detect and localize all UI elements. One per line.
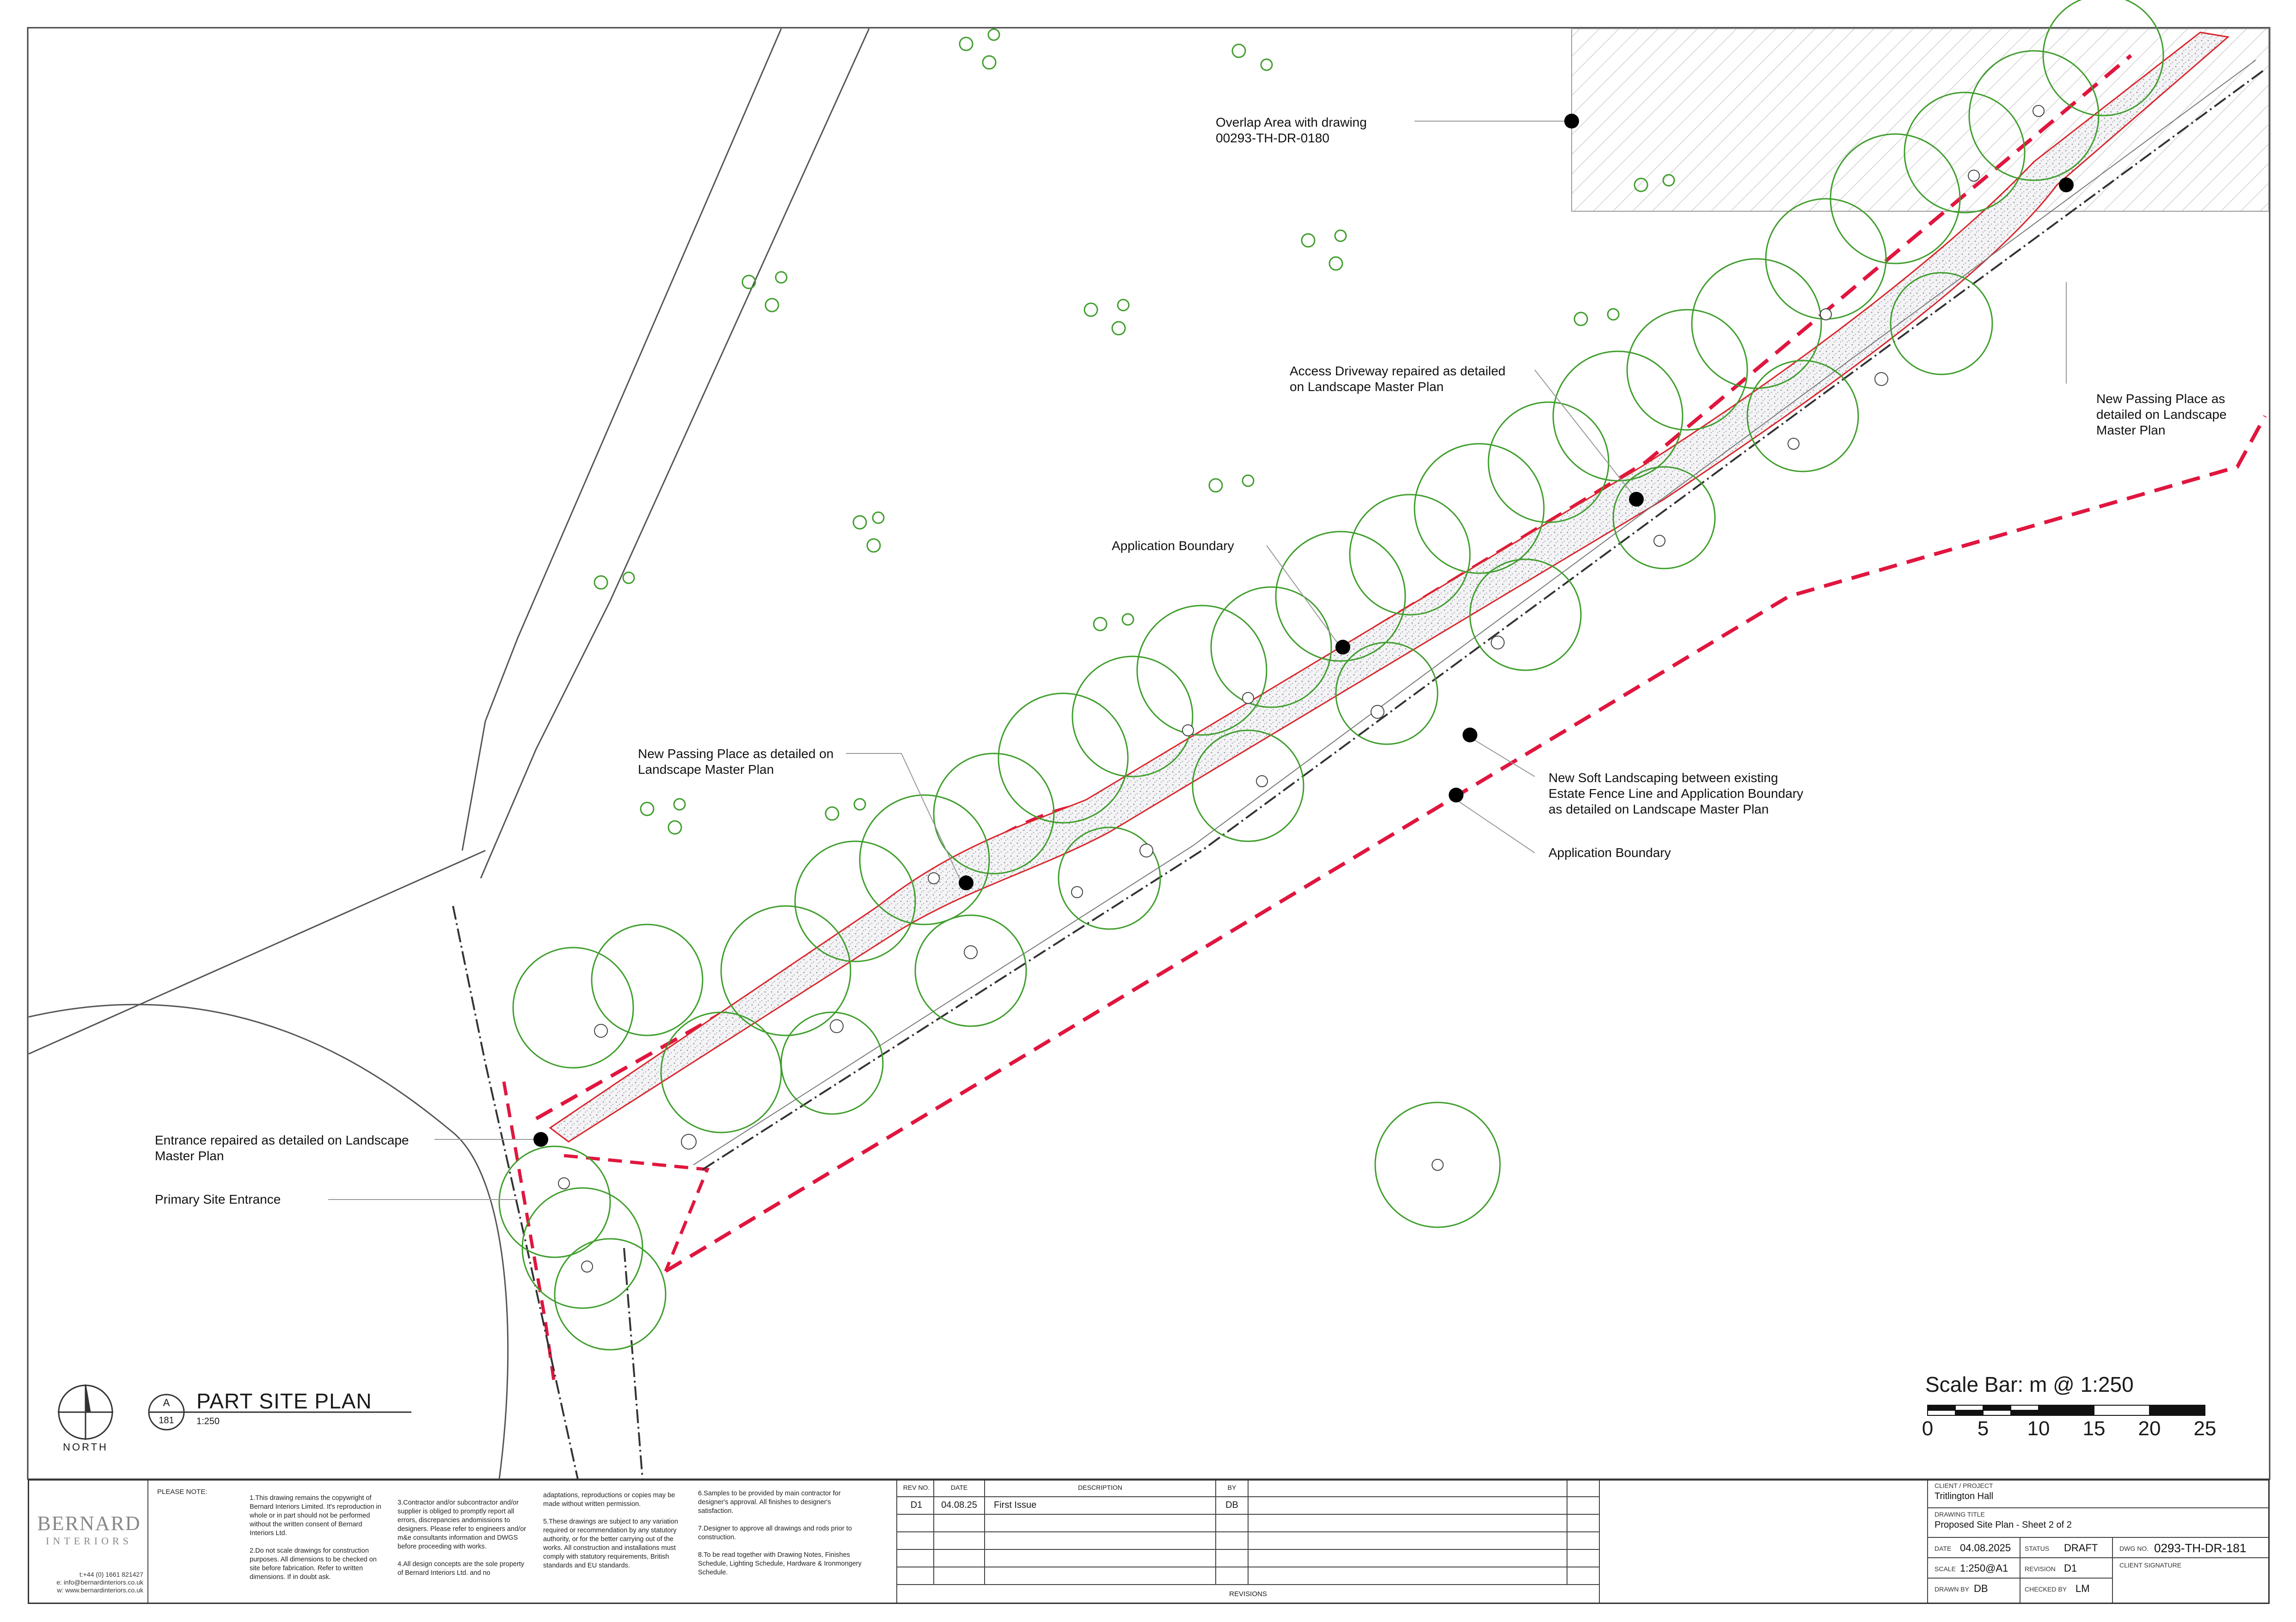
- callout-access-driveway: Access Driveway repaired as detailed on …: [1290, 364, 1506, 394]
- north-label: NORTH: [63, 1441, 108, 1453]
- rev-row-description: First Issue: [994, 1500, 1037, 1510]
- company-name-line2: INTERIORS: [46, 1535, 132, 1547]
- drawing-frame: [27, 27, 2271, 1480]
- rev-row-by: DB: [1225, 1500, 1238, 1510]
- checked-by-value: LM: [2076, 1583, 2090, 1594]
- revision-label: REVISION: [2025, 1565, 2056, 1573]
- scale-label: SCALE: [1935, 1565, 1956, 1573]
- status-label: STATUS: [2025, 1545, 2050, 1552]
- callout-new-passing-place-left: New Passing Place as detailed on Landsca…: [638, 747, 834, 777]
- view-ref-letter: A: [163, 1397, 170, 1408]
- scale-bar: [1927, 1405, 2205, 1416]
- company-email: e: info@bernardinteriors.co.uk: [56, 1579, 143, 1586]
- existing-road-lines: [28, 28, 870, 1480]
- notes-col1: 1.This drawing remains the copywright of…: [250, 1494, 381, 1581]
- client-value: Tritlington Hall: [1935, 1491, 1994, 1501]
- rev-header-description: DESCRIPTION: [1078, 1484, 1122, 1491]
- scale-tick-10: 10: [2027, 1417, 2050, 1440]
- title-block: [28, 1479, 2270, 1604]
- callout-soft-landscaping: New Soft Landscaping between existing Es…: [1549, 771, 1804, 816]
- view-title: PART SITE PLAN: [196, 1389, 372, 1413]
- client-signature-label: CLIENT SIGNATURE: [2119, 1561, 2182, 1569]
- dwg-no-label: DWG NO.: [2119, 1545, 2149, 1552]
- drawing-title-label: DRAWING TITLE: [1935, 1511, 1985, 1518]
- company-contact: t:+44 (0) 1661 821427 e: info@bernardint…: [32, 1571, 143, 1594]
- application-boundary-lower: [664, 415, 2267, 1273]
- callout-application-boundary-upper: Application Boundary: [1112, 539, 1234, 553]
- checked-by-label: CHECKED BY: [2025, 1585, 2067, 1593]
- callout-primary-entrance: Primary Site Entrance: [155, 1192, 281, 1206]
- dwg-no-value: 0293-TH-DR-181: [2154, 1541, 2247, 1555]
- view-reference: [148, 1394, 411, 1431]
- company-name-line1: BERNARD: [37, 1512, 141, 1535]
- notes-heading: PLEASE NOTE:: [157, 1488, 208, 1496]
- scale-tick-25: 25: [2193, 1417, 2216, 1440]
- scale-value: 1:250@A1: [1960, 1562, 2008, 1574]
- north-arrow: [58, 1384, 113, 1440]
- rev-header-no: REV NO.: [903, 1484, 930, 1491]
- scale-bar-title: Scale Bar: m @ 1:250: [1925, 1372, 2134, 1396]
- scale-tick-15: 15: [2082, 1417, 2106, 1440]
- notes-col4: 6.Samples to be provided by main contrac…: [698, 1490, 862, 1576]
- view-scale: 1:250: [196, 1416, 220, 1426]
- company-phone: t:+44 (0) 1661 821427: [79, 1571, 143, 1578]
- rev-header-by: BY: [1227, 1484, 1237, 1491]
- scale-tick-0: 0: [1922, 1417, 1934, 1440]
- title-block-grid: [147, 1479, 2270, 1604]
- leader-lines: [328, 121, 2067, 1200]
- drawn-by-value: DB: [1974, 1583, 1988, 1594]
- scale-tick-5: 5: [1977, 1417, 1989, 1440]
- revisions-footer: REVISIONS: [1229, 1590, 1267, 1598]
- date-label: DATE: [1935, 1545, 1952, 1552]
- client-label: CLIENT / PROJECT: [1935, 1482, 1993, 1489]
- access-driveway: [549, 31, 2230, 1143]
- company-web: w: www.bernardinteriors.co.uk: [57, 1586, 143, 1594]
- shrubs: [594, 28, 1675, 835]
- company-name: BERNARD INTERIORS: [32, 1512, 146, 1547]
- status-value: DRAFT: [2064, 1542, 2098, 1554]
- drawn-by-label: DRAWN BY: [1935, 1585, 1969, 1593]
- view-ref-number: 181: [159, 1415, 174, 1426]
- callout-overlap-area: Overlap Area with drawing 00293-TH-DR-01…: [1216, 115, 1367, 145]
- notes-col2: 3.Contractor and/or subcontractor and/or…: [398, 1499, 527, 1577]
- notes-col3: adaptations, reproductions or copies may…: [543, 1492, 678, 1569]
- scale-tick-20: 20: [2138, 1417, 2161, 1440]
- estate-fence-lines: [452, 60, 2266, 1480]
- callout-entrance: Entrance repaired as detailed on Landsca…: [155, 1133, 409, 1163]
- callout-new-passing-place-right: New Passing Place as detailed on Landsca…: [2096, 392, 2227, 437]
- drawing-title-value: Proposed Site Plan - Sheet 2 of 2: [1935, 1520, 2072, 1530]
- application-boundary-upper: [535, 54, 2132, 1120]
- callout-markers: [533, 114, 2074, 1147]
- date-value: 04.08.2025: [1960, 1542, 2011, 1554]
- entrance-boundary: [502, 1081, 710, 1387]
- overlap-area: [1571, 28, 2269, 212]
- rev-row-date: 04.08.25: [941, 1500, 977, 1510]
- callout-application-boundary-lower: Application Boundary: [1549, 845, 1671, 860]
- rev-header-date: DATE: [950, 1484, 968, 1491]
- tree-trunks: [558, 105, 2045, 1273]
- revision-value: D1: [2064, 1562, 2077, 1574]
- rev-row-no: D1: [910, 1500, 923, 1510]
